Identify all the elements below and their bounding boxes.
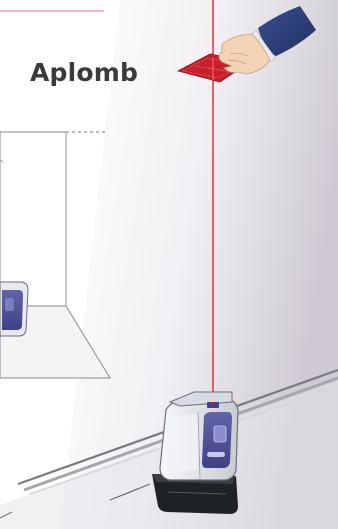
device-slider: [207, 452, 225, 457]
inset-device-icon: [0, 282, 28, 336]
inset-back-wall: [0, 132, 66, 306]
caption-aplomb: Aplomb: [30, 60, 138, 85]
